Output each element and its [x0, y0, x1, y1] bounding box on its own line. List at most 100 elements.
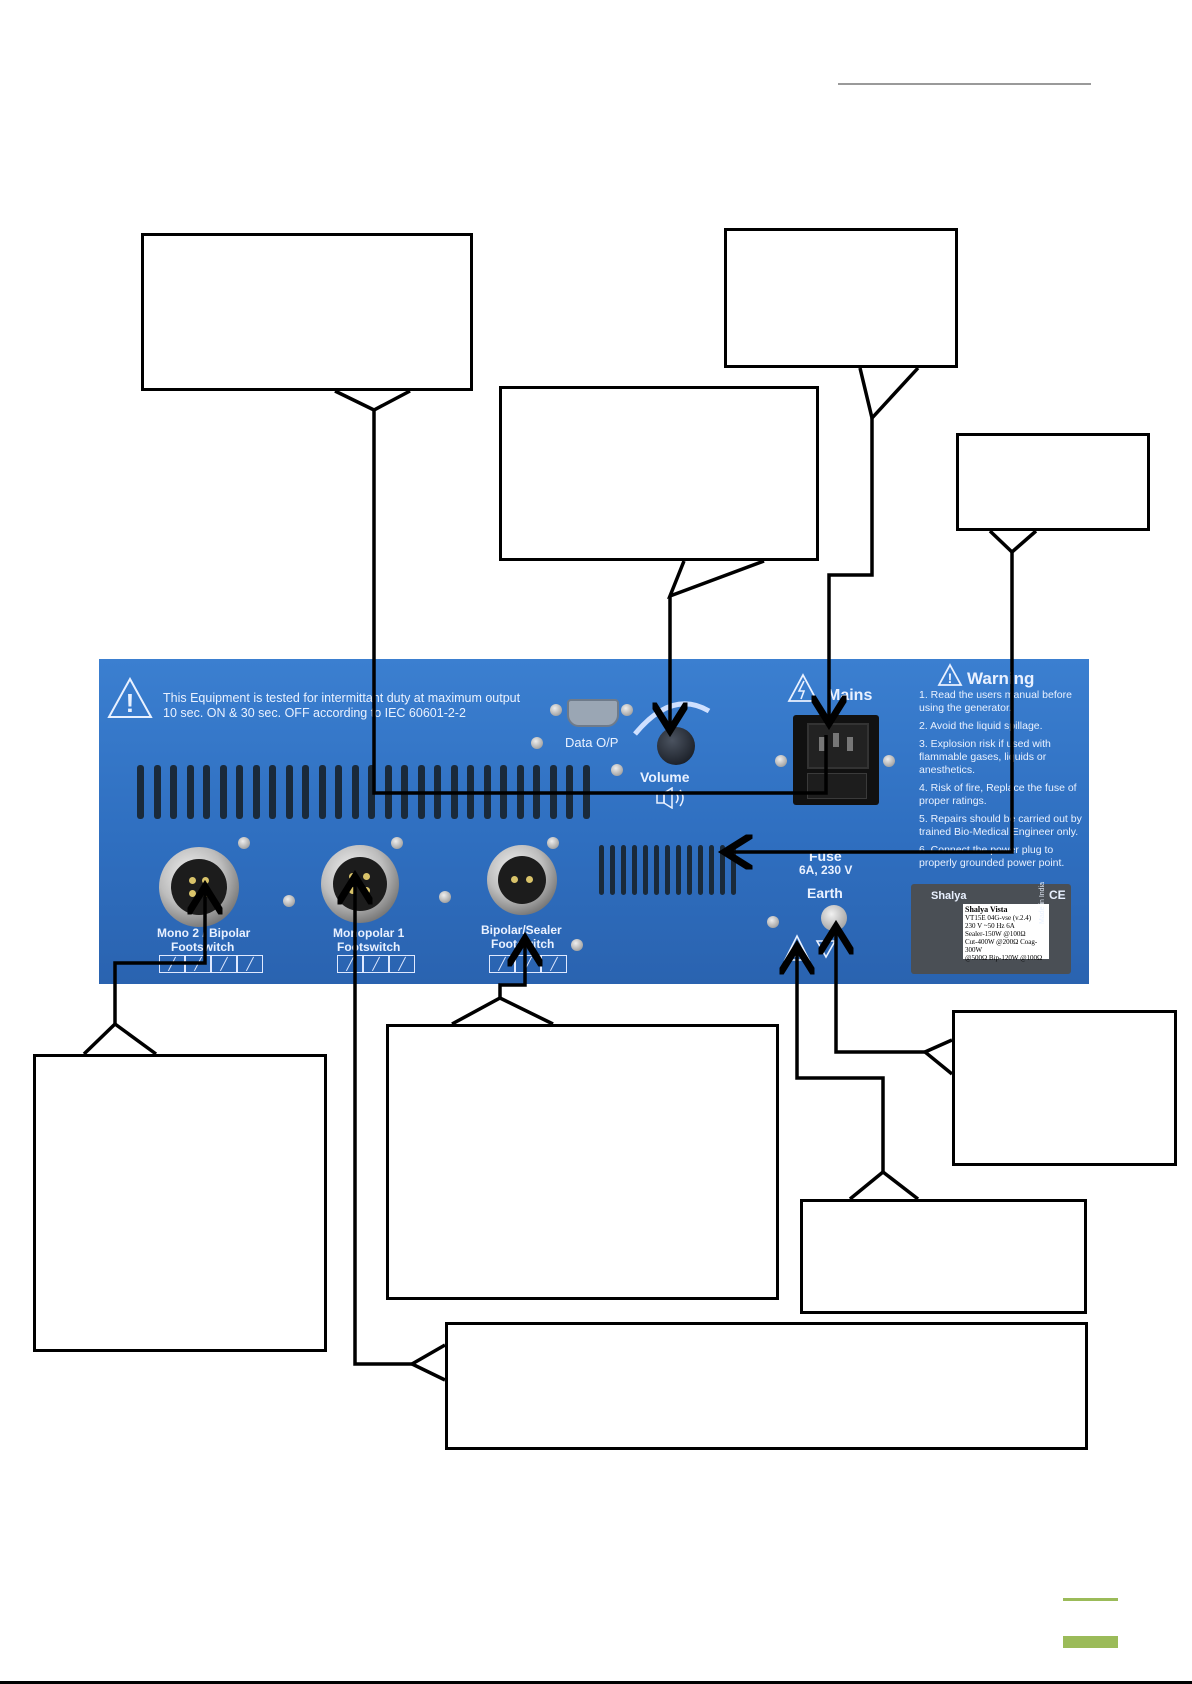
- screw: [238, 837, 250, 849]
- vent-slot: [643, 845, 648, 895]
- callout-box-monopolar1: [445, 1322, 1088, 1450]
- vent-slot: [720, 845, 725, 895]
- callout-box-mains: [724, 228, 958, 368]
- screw: [611, 764, 623, 776]
- vent-slot: [186, 765, 194, 819]
- pointer-mono2: [82, 1021, 158, 1056]
- label-power: 230 V ~50 Hz 6A: [965, 922, 1015, 930]
- footswitch-mode-icon: ╱: [337, 955, 363, 973]
- socket-pin: [819, 737, 825, 751]
- leader-monopolar1: [355, 880, 412, 1366]
- svg-text:!: !: [948, 670, 953, 686]
- vent-slot: [269, 765, 276, 819]
- vent-slot: [137, 765, 144, 819]
- screw: [571, 939, 583, 951]
- vent-slot: [318, 765, 326, 819]
- label-sealer: Sealer-150W @100Ω: [965, 930, 1026, 938]
- vent-slot: [599, 845, 604, 895]
- vent-slot: [219, 765, 227, 819]
- vent-slot: [236, 765, 243, 819]
- footswitch-mode-icon: ╱: [363, 955, 389, 973]
- callout-box-bipolar-sealer: [386, 1024, 779, 1300]
- pointer-bipolar: [451, 996, 554, 1026]
- leader-vents: [372, 410, 828, 795]
- caution-triangle-icon: !: [107, 677, 153, 718]
- warning-item: 4. Risk of fire, Replace the fuse of pro…: [919, 782, 1077, 807]
- screw: [550, 704, 562, 716]
- label-model: VT15E 04G-vse (v.2.4): [965, 914, 1032, 922]
- label-brand: Shalya: [931, 890, 967, 902]
- leader-fuse: [728, 552, 1014, 852]
- pointer-monopolar1: [408, 1343, 446, 1382]
- connector-label-mono2-line2: Footswitch: [171, 940, 235, 954]
- vent-slot: [676, 845, 681, 895]
- footer-accent-block: [1063, 1636, 1118, 1648]
- warning-list: 1. Read the users manual before using th…: [919, 689, 1089, 875]
- warning-item: 1. Read the users manual before using th…: [919, 689, 1072, 714]
- warning-item: 3. Explosion risk if used with flammable…: [919, 738, 1051, 776]
- vent-slot: [285, 765, 293, 819]
- header-rule: [838, 83, 1091, 85]
- connector-pin: [526, 876, 533, 883]
- screw: [391, 837, 403, 849]
- pointer-fuse: [988, 529, 1038, 555]
- screw: [775, 755, 787, 767]
- duty-notice-line1: This Equipment is tested for intermittan…: [163, 691, 521, 705]
- vent-slot: [632, 845, 637, 895]
- socket-pin: [833, 733, 839, 747]
- label-bip: @500Ω Bip-120W @100Ω: [965, 954, 1043, 962]
- data-port: [567, 699, 619, 727]
- vent-slot: [203, 765, 210, 819]
- vent-slot: [335, 765, 342, 819]
- vent-slot: [709, 845, 714, 895]
- footer-accent-line: [1063, 1598, 1118, 1601]
- data-op-label: Data O/P: [565, 735, 619, 750]
- fuse-rating: 6A, 230 V: [799, 863, 853, 877]
- callout-box-fuse: [956, 433, 1150, 531]
- connector-label-monopolar1-line2: Footswitch: [337, 940, 401, 954]
- callout-box-mono2-bipolar: [33, 1054, 327, 1352]
- screw: [531, 737, 543, 749]
- screw: [439, 891, 451, 903]
- vent-slot: [153, 765, 161, 819]
- vent-slot: [621, 845, 626, 895]
- rating-label-plate: Shalya CE Shalya Vista VT15E 04G-vse (v.…: [911, 882, 1071, 974]
- connector-label-monopolar1-line1: Monopolar 1: [333, 926, 405, 940]
- pointer-vents: [334, 389, 411, 412]
- warning-triangle-icon: !: [937, 663, 963, 686]
- vent-slot: [687, 845, 692, 895]
- vent-slot: [252, 765, 260, 819]
- callout-box-warning-symbol: [800, 1199, 1087, 1314]
- leader-mono2: [113, 890, 205, 1024]
- label-specs: Shalya Vista VT15E 04G-vse (v.2.4) 230 V…: [963, 904, 1049, 962]
- connector-bipolar-sealer[interactable]: [487, 845, 557, 915]
- vent-slot: [610, 845, 615, 895]
- leader-bipolar: [498, 942, 525, 998]
- callout-box-vents: [141, 233, 473, 391]
- callout-box-volume: [499, 386, 819, 561]
- pointer-mains: [858, 366, 920, 422]
- footswitch-mode-icon: ╱: [237, 955, 263, 973]
- volume-label: Volume: [640, 769, 690, 785]
- screw: [883, 755, 895, 767]
- warning-title: Warning: [967, 669, 1035, 688]
- leader-warning: [797, 950, 885, 1172]
- vent-slot: [731, 845, 736, 895]
- connector-pin: [511, 876, 518, 883]
- label-product: Shalya Vista: [965, 905, 1008, 914]
- label-cut: Cut-400W @200Ω Coag-300W: [965, 938, 1038, 954]
- vent-slot: [302, 765, 309, 819]
- vent-slot: [170, 765, 177, 819]
- footer-rule: [0, 1681, 1192, 1684]
- pointer-earth: [921, 1038, 954, 1076]
- screw: [767, 916, 779, 928]
- callout-box-earth: [952, 1010, 1177, 1166]
- duty-notice-line2: 10 sec. ON & 30 sec. OFF according to IE…: [163, 706, 466, 720]
- screw: [621, 704, 633, 716]
- pointer-warning: [848, 1169, 920, 1201]
- footswitch-mode-icon: ╱: [211, 955, 237, 973]
- footswitch-mode-icon: ╱: [389, 955, 415, 973]
- screw: [283, 895, 295, 907]
- screw: [547, 837, 559, 849]
